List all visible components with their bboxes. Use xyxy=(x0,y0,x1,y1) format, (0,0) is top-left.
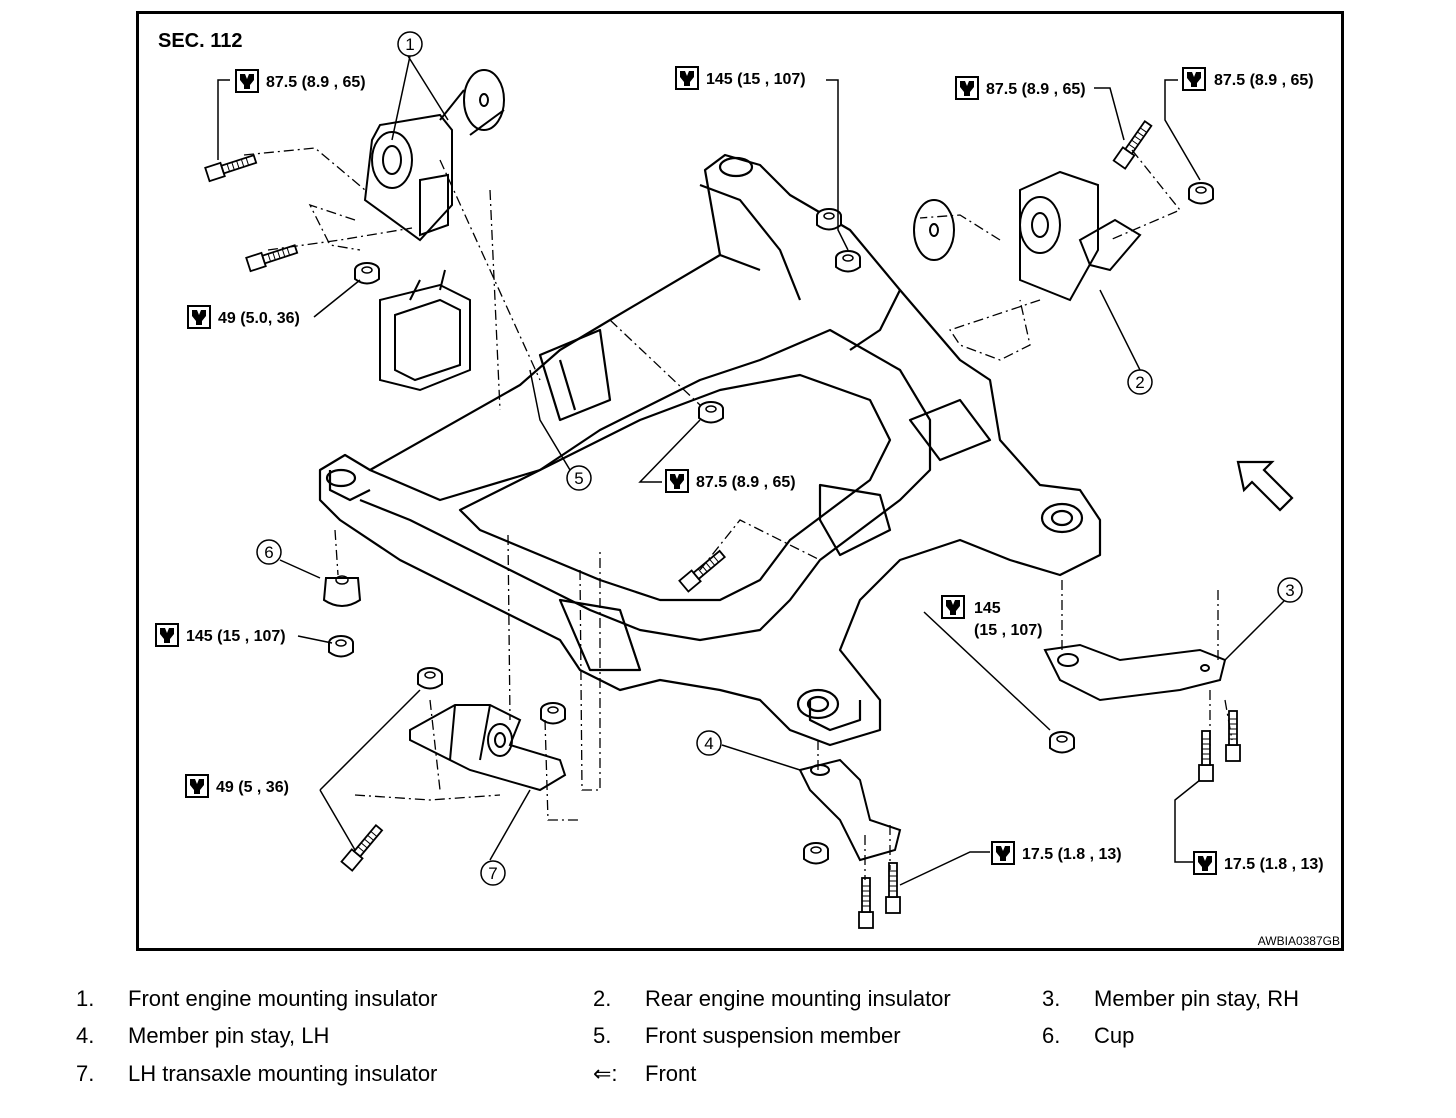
torque-spec-3: 87.5 (8.9 , 65) xyxy=(955,76,1086,100)
section-label: SEC. 112 xyxy=(158,30,243,52)
torque-spec-7: 145 (15 , 107) xyxy=(941,595,1042,639)
front-direction-arrow xyxy=(1236,460,1294,512)
svg-text:7: 7 xyxy=(488,864,497,883)
wrench-icon xyxy=(955,76,979,100)
member-pin-stay-rh-drawing xyxy=(1043,643,1227,702)
svg-text:5: 5 xyxy=(574,469,583,488)
svg-text:145: 145 xyxy=(974,600,1001,617)
torque-spec-9: 49 (5 , 36) xyxy=(185,774,289,798)
wrench-icon xyxy=(187,305,211,329)
svg-text:17.5 (1.8 , 13): 17.5 (1.8 , 13) xyxy=(1022,846,1122,863)
callout-4: 4 xyxy=(696,730,722,756)
torque-spec-10: 17.5 (1.8 , 13) xyxy=(991,841,1122,865)
wrench-icon xyxy=(235,69,259,93)
svg-text:17.5 (1.8 , 13): 17.5 (1.8 , 13) xyxy=(1224,856,1324,873)
wrench-icon xyxy=(941,595,965,619)
callout-2: 2 xyxy=(1127,369,1153,395)
svg-text:145 (15 , 107): 145 (15 , 107) xyxy=(186,628,286,645)
svg-text:49 (5.0, 36): 49 (5.0, 36) xyxy=(218,310,300,327)
svg-text:3: 3 xyxy=(1285,581,1294,600)
torque-spec-4: 87.5 (8.9 , 65) xyxy=(1182,67,1314,91)
torque-spec-11: 17.5 (1.8 , 13) xyxy=(1193,851,1324,875)
rear-mount-insulator-drawing xyxy=(913,170,1142,302)
image-code: AWBIA0387GB xyxy=(1258,934,1340,948)
diagram-frame xyxy=(136,11,1344,951)
front-mount-insulator-drawing xyxy=(363,69,505,242)
torque-spec-1: 87.5 (8.9 , 65) xyxy=(235,69,366,93)
callout-6: 6 xyxy=(256,539,282,565)
svg-text:87.5 (8.9 , 65): 87.5 (8.9 , 65) xyxy=(696,474,796,491)
bracket-drawing xyxy=(379,269,471,392)
assembly-guide-lines xyxy=(243,147,1233,880)
svg-text:4: 4 xyxy=(704,734,713,753)
member-pin-stay-lh-drawing xyxy=(798,758,902,862)
svg-text:1: 1 xyxy=(405,35,414,54)
callout-7: 7 xyxy=(480,860,506,886)
svg-text:145 (15 , 107): 145 (15 , 107) xyxy=(706,71,806,88)
svg-text:87.5 (8.9 , 65): 87.5 (8.9 , 65) xyxy=(986,81,1086,98)
svg-text:(15 , 107): (15 , 107) xyxy=(974,622,1042,639)
parts-legend: 1.Front engine mounting insulator 2.Rear… xyxy=(76,986,1299,1086)
svg-text:87.5 (8.9 , 65): 87.5 (8.9 , 65) xyxy=(266,74,366,91)
wrench-icon xyxy=(185,774,209,798)
torque-spec-2: 145 (15 , 107) xyxy=(675,66,806,90)
wrench-icon xyxy=(155,623,179,647)
transaxle-insulator-drawing xyxy=(409,704,567,792)
torque-spec-8: 145 (15 , 107) xyxy=(155,623,286,647)
suspension-member-drawing xyxy=(318,153,1102,747)
wrench-icon xyxy=(1182,67,1206,91)
svg-text:6: 6 xyxy=(264,543,273,562)
exploded-view-diagram: SEC. 112 87.5 (8.9 , 65) 145 (15 , 107) … xyxy=(155,30,1340,948)
svg-text:2: 2 xyxy=(1135,373,1144,392)
wrench-icon xyxy=(675,66,699,90)
callout-3: 3 xyxy=(1277,577,1303,603)
callout-5: 5 xyxy=(566,465,592,491)
svg-text:49 (5 , 36): 49 (5 , 36) xyxy=(216,779,289,796)
torque-spec-5: 49 (5.0, 36) xyxy=(187,305,300,329)
leader-lines xyxy=(217,55,1288,886)
torque-spec-6: 87.5 (8.9 , 65) xyxy=(665,469,796,493)
wrench-icon xyxy=(665,469,689,493)
svg-text:87.5 (8.9 , 65): 87.5 (8.9 , 65) xyxy=(1214,72,1314,89)
callout-1: 1 xyxy=(397,31,423,57)
bolts-nuts-drawing xyxy=(204,118,1241,929)
wrench-icon xyxy=(1193,851,1217,875)
wrench-icon xyxy=(991,841,1015,865)
